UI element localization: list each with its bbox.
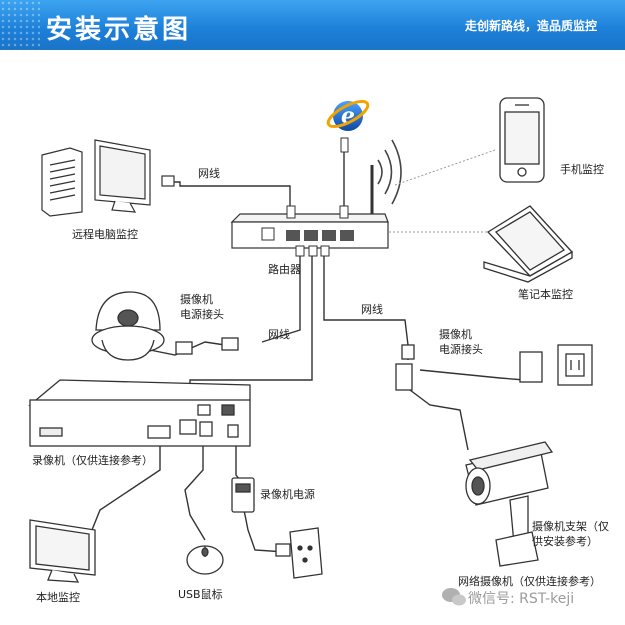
cable-nvr-monitor — [91, 445, 161, 531]
router-device — [230, 205, 389, 257]
header-slogan: 走创新路线，造品质监控 — [464, 19, 597, 33]
page-title: 安装示意图 — [46, 15, 192, 45]
dome-camera-power-label-2: 电源接头 — [180, 308, 224, 321]
laptop-device — [483, 205, 574, 283]
bullet-camera-device — [465, 441, 554, 567]
cable-label-dome: 网线 — [268, 328, 290, 341]
bullet-camera-power-label-2: 电源接头 — [439, 343, 483, 356]
banner-pattern — [0, 0, 40, 50]
cable-label-pc: 网线 — [198, 167, 220, 180]
cable-bullet-camera — [409, 389, 469, 451]
cable-label-bullet: 网线 — [361, 303, 383, 316]
cable-router-dome — [261, 250, 301, 343]
wifi-signal-icon — [377, 139, 402, 205]
ie-icon: e — [326, 99, 370, 153]
nvr-power-label: 录像机电源 — [260, 488, 315, 501]
nvr-power-adapter — [231, 477, 323, 579]
bracket-label-2: 供安装参考） — [532, 535, 598, 548]
wechat-icon — [442, 588, 466, 606]
bullet-camera-power — [395, 344, 593, 391]
dome-camera-power-label-1: 摄像机 — [180, 293, 213, 306]
header-banner: 安装示意图 走创新路线，造品质监控 — [0, 0, 625, 50]
ip-camera-label: 网络摄像机（仅供连接参考） — [458, 575, 601, 588]
dome-camera-device — [91, 291, 239, 361]
cable-nvr-mouse — [184, 445, 206, 541]
bullet-camera-power-label-1: 摄像机 — [439, 328, 472, 341]
cable-nvr-power — [235, 445, 241, 481]
laptop-label: 笔记本监控 — [518, 288, 573, 301]
remote-pc-device — [41, 139, 175, 217]
usb-mouse-device — [186, 545, 224, 575]
nvr-device — [28, 379, 251, 447]
bracket-label-1: 摄像机支架（仅 — [532, 520, 609, 533]
cable-pc-router — [172, 181, 291, 215]
nvr-label: 录像机（仅供连接参考） — [32, 454, 153, 467]
watermark-text: 微信号: RST-keji — [468, 591, 575, 607]
usb-mouse-label: USB鼠标 — [178, 588, 223, 601]
local-monitor-label: 本地监控 — [36, 591, 80, 604]
phone-device — [499, 97, 545, 183]
cable-bullet-power — [419, 369, 526, 381]
wireless-link — [385, 149, 496, 233]
cable-power-plug — [243, 509, 286, 553]
local-monitor-device — [29, 519, 96, 583]
phone-label: 手机监控 — [560, 163, 604, 176]
remote-pc-label: 远程电脑监控 — [72, 228, 138, 241]
router-label: 路由器 — [268, 263, 301, 276]
